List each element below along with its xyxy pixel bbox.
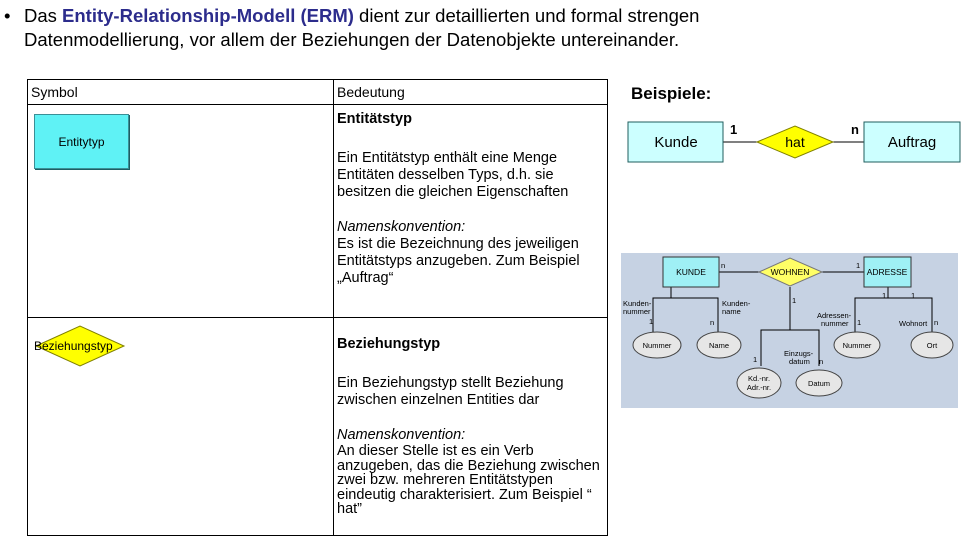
- attr-label-kundennummer-1: Kunden-: [623, 299, 652, 308]
- auftrag-label: Auftrag: [888, 134, 936, 151]
- adresse-complex-label: ADRESSE: [867, 267, 908, 277]
- attr-label-kundenname-2: name: [722, 307, 741, 316]
- card-1: 1: [649, 317, 653, 326]
- ellipse-datum: [795, 369, 843, 397]
- hat-label: hat: [785, 134, 805, 150]
- card-5: 1: [753, 355, 757, 364]
- ellipse-name-label: Name: [709, 341, 729, 350]
- intro-post: dient zur detaillierten und formal stren…: [353, 5, 700, 26]
- kunde-complex-label: KUNDE: [676, 267, 706, 277]
- ellipse-adr-nr-label: Adr.-nr.: [747, 383, 771, 392]
- intro-line-2: Datenmodellierung, vor allem der Beziehu…: [24, 29, 680, 50]
- relation-convention: An dieser Stelle ist es ein Verb anzugeb…: [337, 443, 600, 517]
- examples-heading: Beispiele:: [631, 84, 712, 103]
- complex-er-example: KUNDE WOHNEN ADRESSE n 1 1 Kunden- numme…: [621, 253, 958, 408]
- intro-line-1: Das Entity-Relationship-Modell (ERM) die…: [24, 4, 699, 28]
- ellipse-ort: [910, 331, 954, 359]
- kunde-label: Kunde: [654, 134, 697, 151]
- ellipse-name: [696, 331, 742, 359]
- adresse-entity-complex: [863, 256, 912, 288]
- entity-description: Ein Entitätstyp enthält eine Menge Entit…: [337, 150, 569, 200]
- entity-convention: Es ist die Bezeichnung des jeweiligen En…: [337, 236, 580, 286]
- ellipse-nummer-kunde: [632, 331, 682, 359]
- symbol-cell-entity: Entitytyp: [27, 104, 334, 318]
- bullet-glyph: •: [4, 5, 11, 26]
- simple-er-example: Kunde hat Auftrag 1 n: [627, 121, 961, 163]
- intro-term: Entity-Relationship-Modell (ERM): [62, 5, 354, 26]
- ellipse-kd-adr-nr: [736, 367, 782, 399]
- auftrag-entity: [863, 121, 961, 163]
- attr-label-kundenname-1: Kunden-: [722, 299, 751, 308]
- attr-label-einzugsdatum-2: datum: [789, 357, 810, 366]
- card-adresse: 1: [856, 261, 860, 270]
- card-wohnen: 1: [792, 296, 796, 305]
- cardinality-left: 1: [730, 122, 737, 137]
- hat-relation: [755, 125, 835, 159]
- kunde-entity: [627, 121, 724, 163]
- ellipse-kd-nr-label: Kd.-nr.: [748, 374, 770, 383]
- ellipse-nummer-adresse-label: Nummer: [843, 341, 872, 350]
- entity-title: Entitätstyp: [337, 111, 412, 127]
- card-7: 1: [882, 291, 886, 300]
- kunde-entity-complex: [662, 256, 720, 288]
- relation-title: Beziehungstyp: [337, 336, 441, 352]
- attr-label-wohnort: Wohnort: [899, 319, 928, 328]
- attr-label-kundennummer-2: nummer: [623, 307, 651, 316]
- meaning-cell-entity: Entitätstyp Ein Entitätstyp enthält eine…: [333, 104, 608, 318]
- relation-convention-label: Namenskonvention:: [337, 427, 466, 443]
- ellipse-nummer-adresse: [833, 331, 881, 359]
- attr-label-adressennummer-1: Adressen-: [817, 311, 852, 320]
- header-bedeutung: Bedeutung: [333, 79, 608, 105]
- symbol-cell-relation: Beziehungstyp: [27, 317, 334, 536]
- entity-symbol: Entitytyp: [34, 114, 129, 169]
- wohnen-relation: [757, 257, 824, 287]
- card-kunde: n: [721, 261, 725, 270]
- attr-label-adressennummer-2: nummer: [821, 319, 849, 328]
- wohnen-label: WOHNEN: [771, 267, 810, 277]
- header-symbol: Symbol: [27, 79, 334, 105]
- entity-symbol-label: Entitytyp: [58, 134, 105, 149]
- ellipse-datum-label: Datum: [808, 379, 830, 388]
- meaning-cell-relation: Beziehungstyp Ein Beziehungstyp stellt B…: [333, 317, 608, 536]
- ellipse-nummer-kunde-label: Nummer: [643, 341, 672, 350]
- card-4: n: [934, 318, 938, 327]
- card-8: 1: [911, 291, 915, 300]
- relation-symbol: Beziehungstyp: [34, 325, 126, 367]
- card-3: 1: [857, 318, 861, 327]
- card-6: n: [819, 357, 823, 366]
- entity-convention-label: Namenskonvention:: [337, 219, 466, 235]
- cardinality-right: n: [851, 122, 859, 137]
- relation-description: Ein Beziehungstyp stellt Beziehung zwisc…: [337, 375, 564, 408]
- attr-label-einzugsdatum-1: Einzugs-: [784, 349, 814, 358]
- intro-pre: Das: [24, 5, 63, 26]
- symbol-table: Symbol Bedeutung Entitytyp Entitätstyp E…: [27, 79, 608, 536]
- card-2: n: [710, 318, 714, 327]
- ellipse-ort-label: Ort: [927, 341, 938, 350]
- relation-symbol-label: Beziehungstyp: [34, 339, 113, 353]
